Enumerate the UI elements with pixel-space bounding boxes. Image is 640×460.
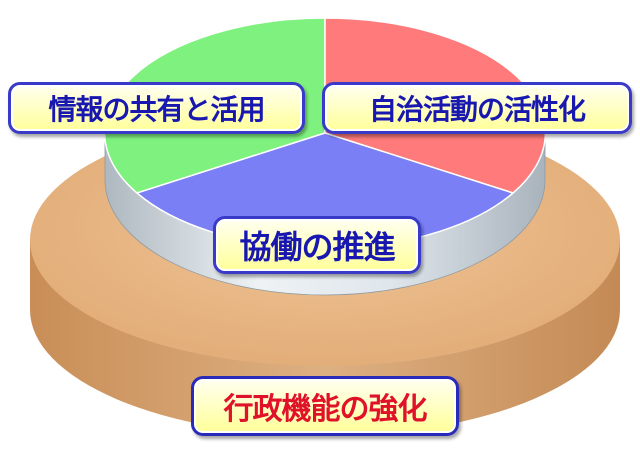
label-info-sharing: 情報の共有と活用 <box>8 82 305 134</box>
label-collaboration: 協働の推進 <box>213 216 421 274</box>
label-administrative-strengthening: 行政機能の強化 <box>191 376 459 436</box>
label-self-governance: 自治活動の活性化 <box>322 82 632 134</box>
